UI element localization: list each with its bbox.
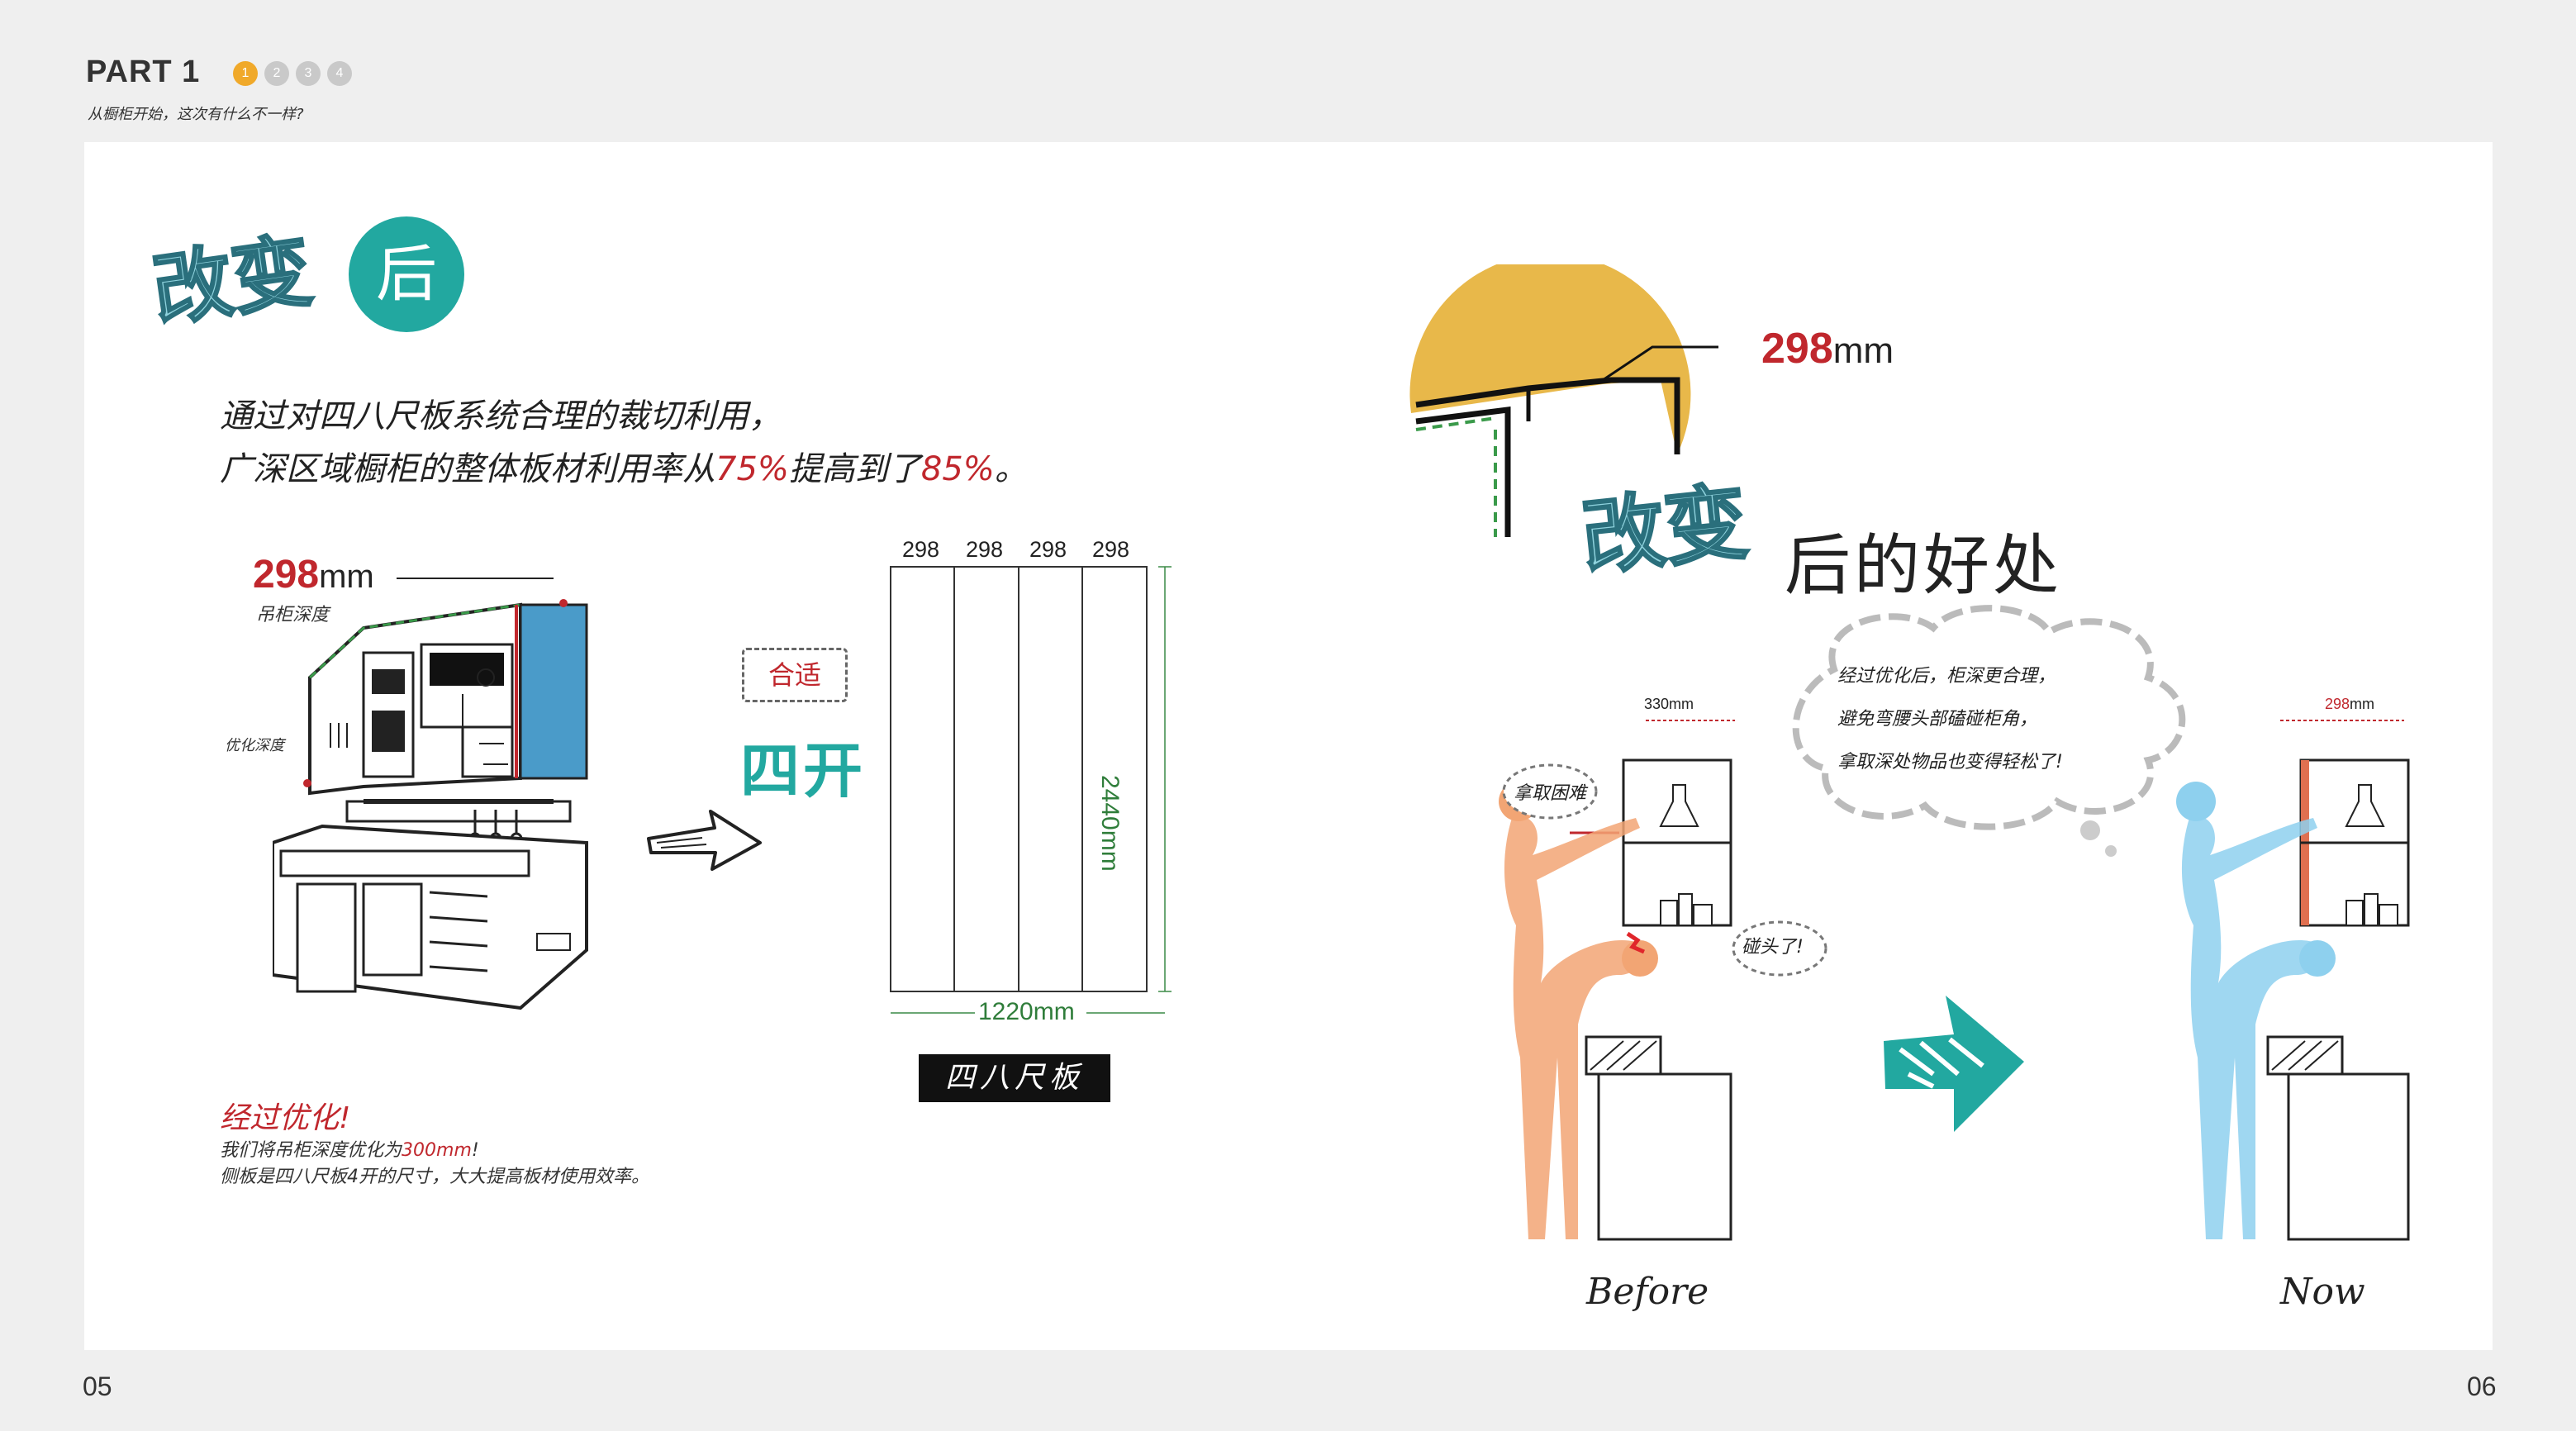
now-depth-unit: mm [2350, 696, 2375, 712]
optimization-line-2: 侧板是四八尺板4开的尺寸，大大提高板材使用效率。 [220, 1167, 649, 1187]
teal-arrow-icon [1884, 996, 2024, 1132]
now-scene [2176, 720, 2410, 1241]
title-change: 改变 [146, 223, 319, 340]
intro-line-2: 广深区域橱柜的整体板材利用率从75%提高到了85%。 [220, 450, 1028, 488]
top-depth-unit: mm [1832, 330, 1894, 371]
sheet-diagram [890, 566, 1172, 1014]
cabinet-depth-unit: mm [319, 559, 374, 595]
optimization-value: 300mm [402, 1140, 472, 1161]
optimization-line-1: 我们将吊柜深度优化为300mm! [220, 1140, 479, 1161]
head-bump-label: 碰头了! [1742, 937, 1804, 958]
benefit-title-change: 改变 [1576, 472, 1753, 587]
hard-to-reach-label: 拿取困难 [1514, 783, 1587, 804]
top-depth-value: 298 [1761, 325, 1833, 373]
sheet-width-1: 298 [902, 537, 940, 562]
bubble-line-3: 拿取深处物品也变得轻松了! [1837, 752, 2063, 773]
part-dot-2[interactable]: 2 [264, 61, 289, 86]
intro-line-1: 通过对四八尺板系统合理的裁切利用， [220, 397, 782, 435]
cabinet-depth-value: 298 [253, 553, 320, 597]
optimization-title: 经过优化! [220, 1101, 351, 1135]
part-dot-1[interactable]: 1 [233, 61, 258, 86]
cabinet-corner-illustration [1409, 264, 1718, 537]
part-subtitle: 从橱柜开始，这次有什么不一样? [88, 106, 304, 123]
now-depth-label: 298mm [2325, 696, 2374, 713]
part-title: PART 1 [86, 55, 201, 89]
now-depth-value: 298 [2325, 696, 2350, 712]
kitchen-illustration [273, 578, 588, 1010]
sheet-tag: 四八尺板 [919, 1054, 1110, 1102]
part-dot-4[interactable]: 4 [327, 61, 352, 86]
part-pagination: 1 2 3 4 [233, 61, 352, 86]
sheet-width-2: 298 [966, 537, 1004, 562]
top-depth-label: 298mm [1761, 324, 1894, 373]
page-number-left: 05 [83, 1372, 112, 1401]
four-open-label: 四开 [740, 736, 867, 806]
title-after-badge: 后 [349, 216, 464, 332]
sheet-width-4: 298 [1092, 537, 1130, 562]
sheet-width-3: 298 [1029, 537, 1067, 562]
thought-bubble [1792, 605, 2186, 857]
before-scene [1499, 720, 1735, 1241]
bubble-line-1: 经过优化后，柜深更合理， [1837, 666, 2056, 687]
part-dot-3[interactable]: 3 [296, 61, 321, 86]
intro-text: 通过对四八尺板系统合理的裁切利用， 广深区域橱柜的整体板材利用率从75%提高到了… [220, 390, 1028, 496]
sheet-width-label: 1220mm [978, 998, 1075, 1025]
right-arrow-icon [647, 810, 762, 871]
now-label: Now [2280, 1271, 2365, 1313]
hard-to-reach-bubble-shape [1502, 763, 1598, 820]
intro-pct-after: 85% [920, 450, 995, 488]
head-bump-bubble-shape [1732, 920, 1827, 977]
before-depth-label: 330mm [1644, 696, 1694, 712]
cabinet-depth-label: 298mm [253, 552, 374, 597]
before-label: Before [1586, 1271, 1709, 1313]
page-number-right: 06 [2467, 1372, 2497, 1401]
intro-pct-before: 75% [715, 450, 789, 488]
bubble-line-2: 避免弯腰头部磕碰柜角， [1837, 709, 2038, 730]
fit-tag: 合适 [742, 648, 848, 702]
cabinet-depth-caption: 吊柜深度 [256, 605, 330, 625]
sheet-height-label: 2440mm [1096, 775, 1124, 872]
benefit-title-rest: 后的好处 [1785, 527, 2062, 604]
optimized-depth-label: 优化深度 [225, 737, 284, 754]
